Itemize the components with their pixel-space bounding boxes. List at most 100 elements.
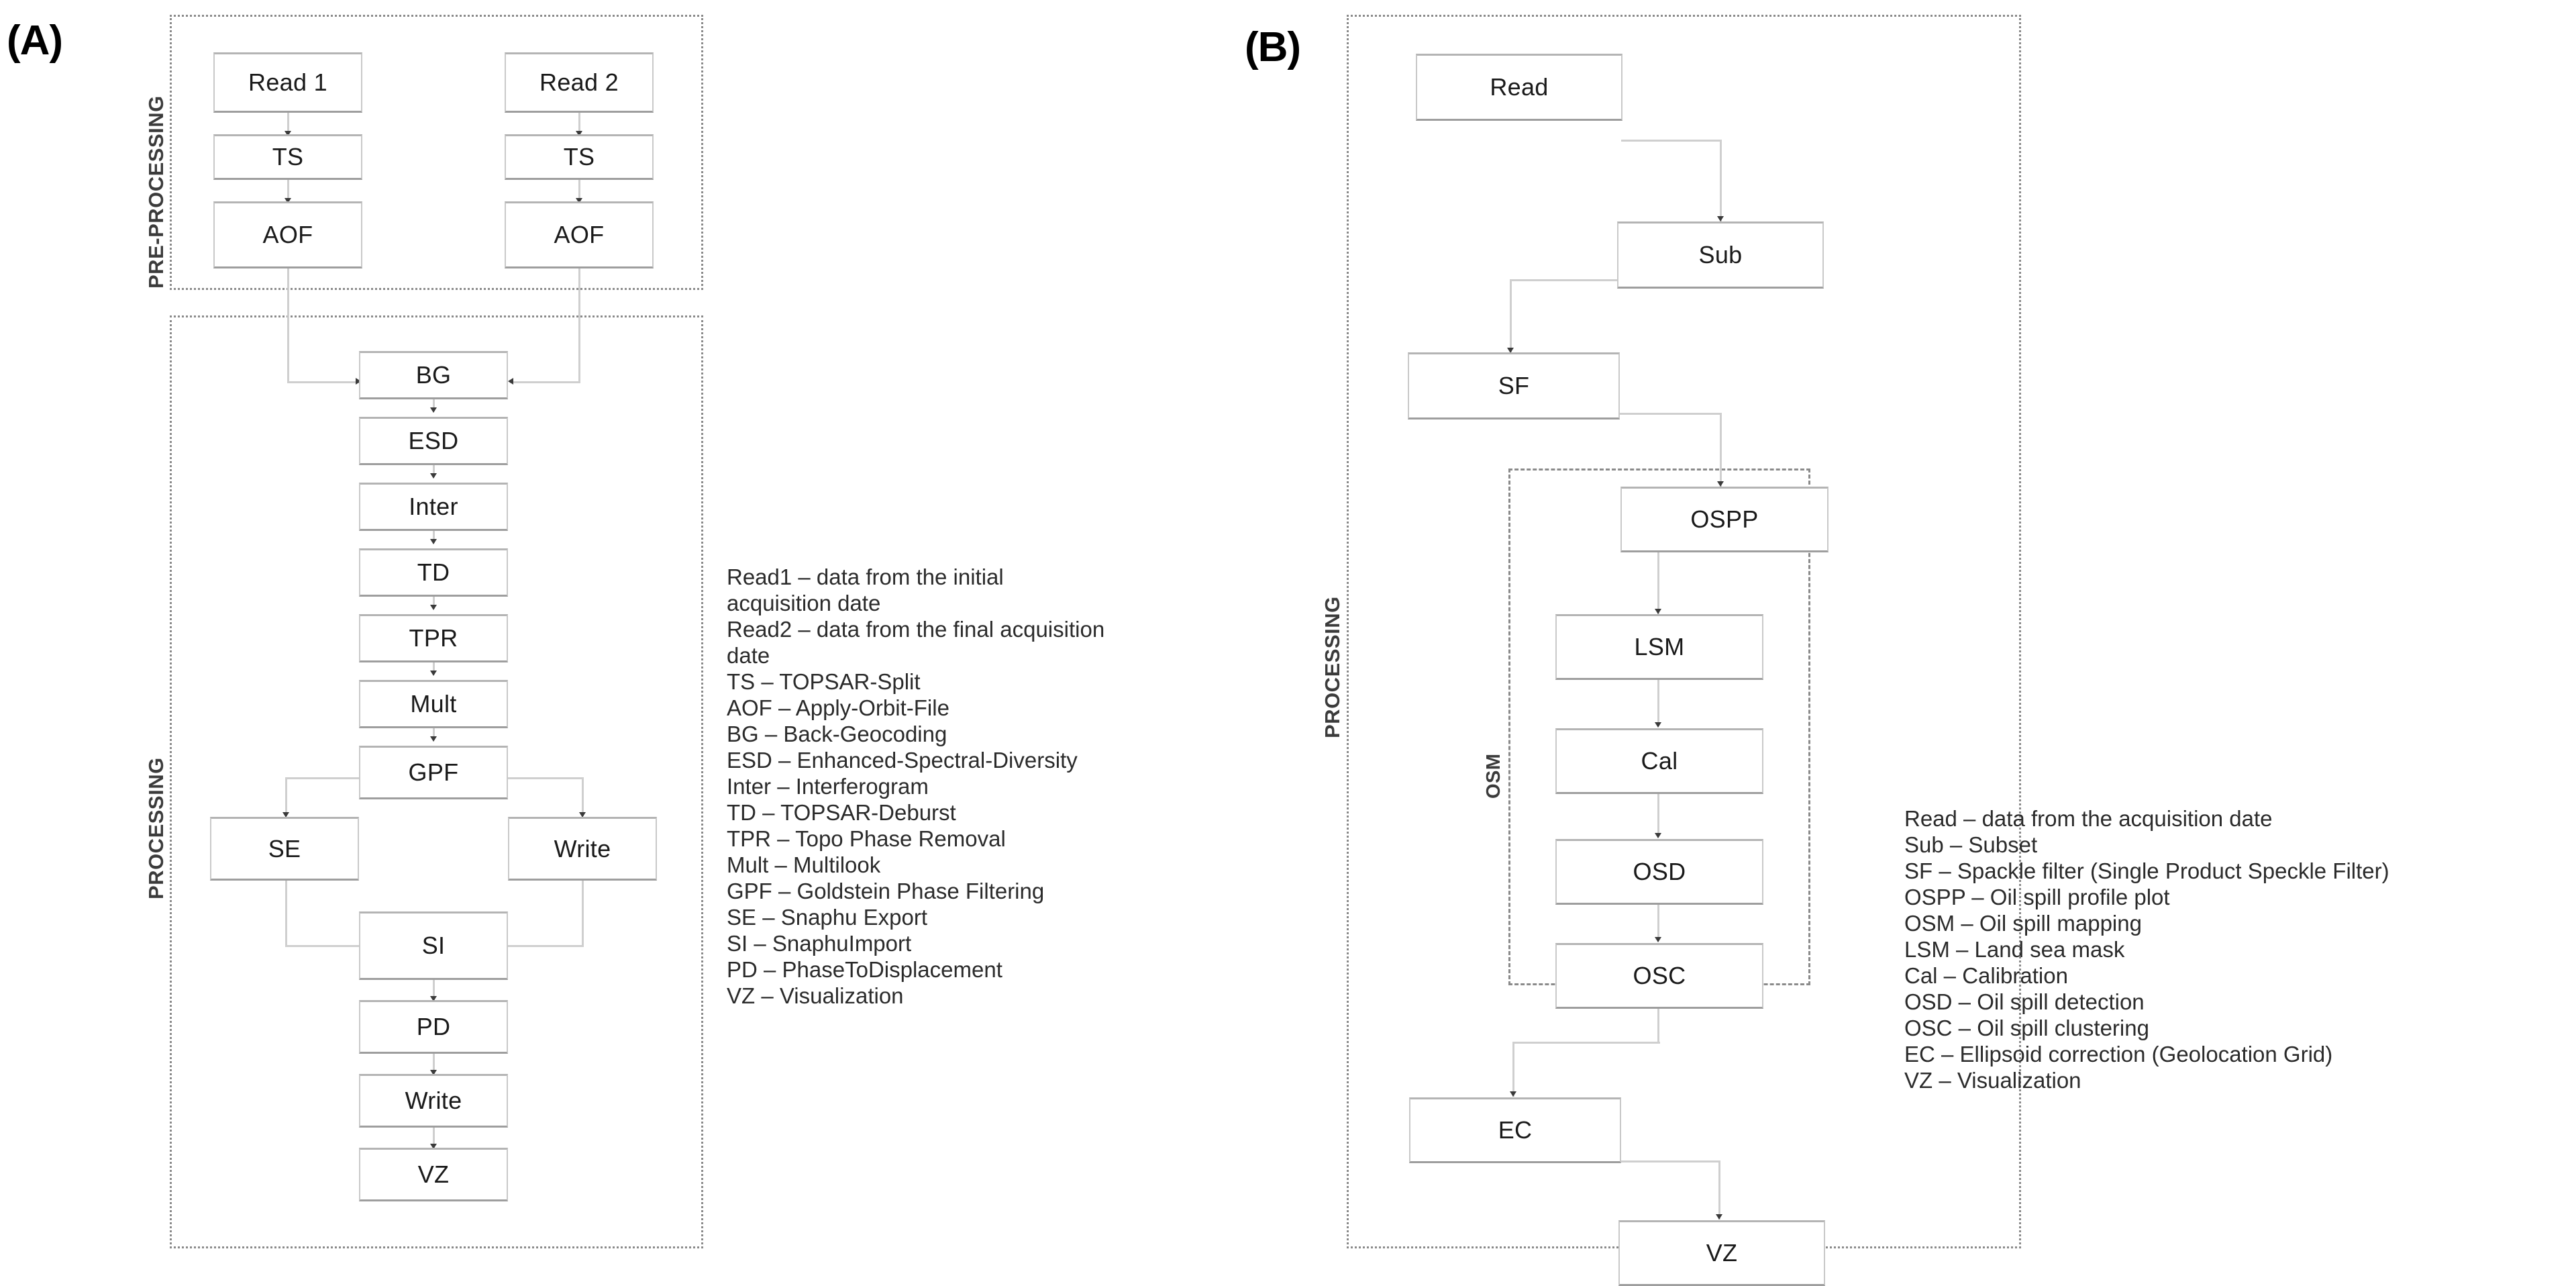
node-vz-a[interactable]: VZ [359,1148,508,1201]
legend-b-line: OSM – Oil spill mapping [1904,911,2142,936]
node-mult[interactable]: Mult [359,680,508,728]
arrow-ec-vz [1716,1214,1722,1220]
legend-b-line: OSD – Oil spill detection [1904,989,2145,1014]
node-osd[interactable]: OSD [1555,839,1763,905]
node-td[interactable]: TD [359,548,508,597]
node-write-right[interactable]: Write [508,817,657,881]
arrow-aof2-bg [508,378,513,385]
legend-a-line: SE – Snaphu Export [727,905,928,930]
arrow-read-sub [1717,216,1724,221]
conn-sf-ospp-v [1720,413,1722,487]
conn-aof1-bg-h [287,381,361,383]
conn-si-pd [433,980,435,1000]
conn-aof1-bg-v [287,268,289,383]
legend-a-line: AOF – Apply-Orbit-File [727,695,949,720]
arrow-lsm-cal [1655,722,1661,728]
node-inter[interactable]: Inter [359,483,508,531]
conn-ts2-aof2 [578,180,580,202]
conn-osc-ec-v2 [1512,1042,1514,1097]
arrow-osd-osc [1655,937,1661,942]
node-ts-2[interactable]: TS [505,134,654,180]
conn-osd-osc [1657,893,1659,941]
conn-aof2-bg-v [578,268,580,383]
conn-mult-gpf [433,728,435,740]
legend-b-line: VZ – Visualization [1904,1068,2081,1093]
node-read2[interactable]: Read 2 [505,52,654,113]
arrow-tpr-mult [430,671,437,676]
conn-ec-vz-h [1620,1160,1720,1163]
legend-a-line: Inter – Interferogram [727,774,929,799]
node-ts-1[interactable]: TS [213,134,362,180]
panel-a-preprocessing-caption: PRE-PROCESSING [144,95,168,289]
conn-se-si-v [285,881,287,946]
conn-ts1-aof1 [287,180,289,202]
node-read-b[interactable]: Read [1416,54,1622,121]
conn-lsm-cal [1657,671,1659,726]
panel-b-letter: (B) [1245,24,1301,70]
conn-gpf-se-h [285,777,369,779]
arrow-write-vz [430,1144,437,1149]
arrow-esd-inter [430,473,437,479]
conn-td-tpr [433,597,435,609]
conn-se-si-h [285,945,371,947]
node-write-bottom[interactable]: Write [359,1074,508,1128]
arrow-td-tpr [430,605,437,610]
conn-gpf-write-h [498,777,584,779]
conn-sf-ospp-h [1620,413,1722,415]
node-se[interactable]: SE [210,817,359,881]
legend-a-line: TD – TOPSAR-Deburst [727,800,956,825]
arrow-sf-ospp [1717,481,1724,487]
node-esd[interactable]: ESD [359,417,508,465]
arrow-inter-td [430,539,437,544]
arrow-osc-ec [1510,1091,1516,1097]
node-gpf[interactable]: GPF [359,746,508,799]
node-aof-2[interactable]: AOF [505,201,654,268]
arrow-read2-ts2 [576,131,582,136]
panel-a-legend: Read1 – data from the initial acquisitio… [727,564,1264,1009]
conn-osc-ec-h [1512,1042,1660,1044]
node-osc[interactable]: OSC [1555,943,1763,1009]
legend-a-line: BG – Back-Geocoding [727,722,947,746]
node-cal[interactable]: Cal [1555,728,1763,794]
arrow-ts1-aof1 [285,198,291,203]
node-sub[interactable]: Sub [1617,221,1824,289]
node-aof-1[interactable]: AOF [213,201,362,268]
arrow-aof1-bg [356,378,361,385]
conn-write-vz [433,1128,435,1148]
node-si[interactable]: SI [359,911,508,980]
arrow-ts2-aof2 [576,198,582,203]
conn-gpf-write-v [582,777,584,816]
arrow-mult-gpf [430,736,437,742]
node-tpr[interactable]: TPR [359,614,508,662]
conn-read2-ts2 [578,113,580,135]
panel-a-processing-caption: PROCESSING [144,757,168,899]
conn-gpf-se-v [285,777,287,816]
node-lsm[interactable]: LSM [1555,614,1763,680]
conn-aof2-bg-h [510,381,580,383]
legend-a-line: Mult – Multilook [727,852,881,877]
legend-a-line: VZ – Visualization [727,983,904,1008]
node-read1[interactable]: Read 1 [213,52,362,113]
conn-read1-ts1 [287,113,289,135]
legend-a-line: date [727,643,770,668]
node-bg[interactable]: BG [359,351,508,399]
node-ospp[interactable]: OSPP [1620,487,1828,552]
arrow-read1-ts1 [285,131,291,136]
legend-b-line: Sub – Subset [1904,832,2038,857]
arrow-bg-esd [430,407,437,413]
arrow-gpf-write [579,812,586,818]
conn-read-sub-v [1720,140,1722,221]
conn-write-si-v [582,881,584,946]
legend-b-line: LSM – Land sea mask [1904,937,2125,962]
node-ec[interactable]: EC [1409,1097,1621,1163]
conn-cal-osd [1657,782,1659,837]
legend-a-line: SI – SnaphuImport [727,931,912,956]
conn-bg-esd [433,399,435,411]
legend-a-line: Read1 – data from the initial [727,564,1004,589]
legend-a-line: TPR – Topo Phase Removal [727,826,1006,851]
node-vz-b[interactable]: VZ [1618,1220,1825,1286]
node-pd[interactable]: PD [359,1000,508,1054]
node-sf[interactable]: SF [1408,352,1620,419]
panel-b-legend: Read – data from the acquisition date Su… [1904,805,2575,1093]
